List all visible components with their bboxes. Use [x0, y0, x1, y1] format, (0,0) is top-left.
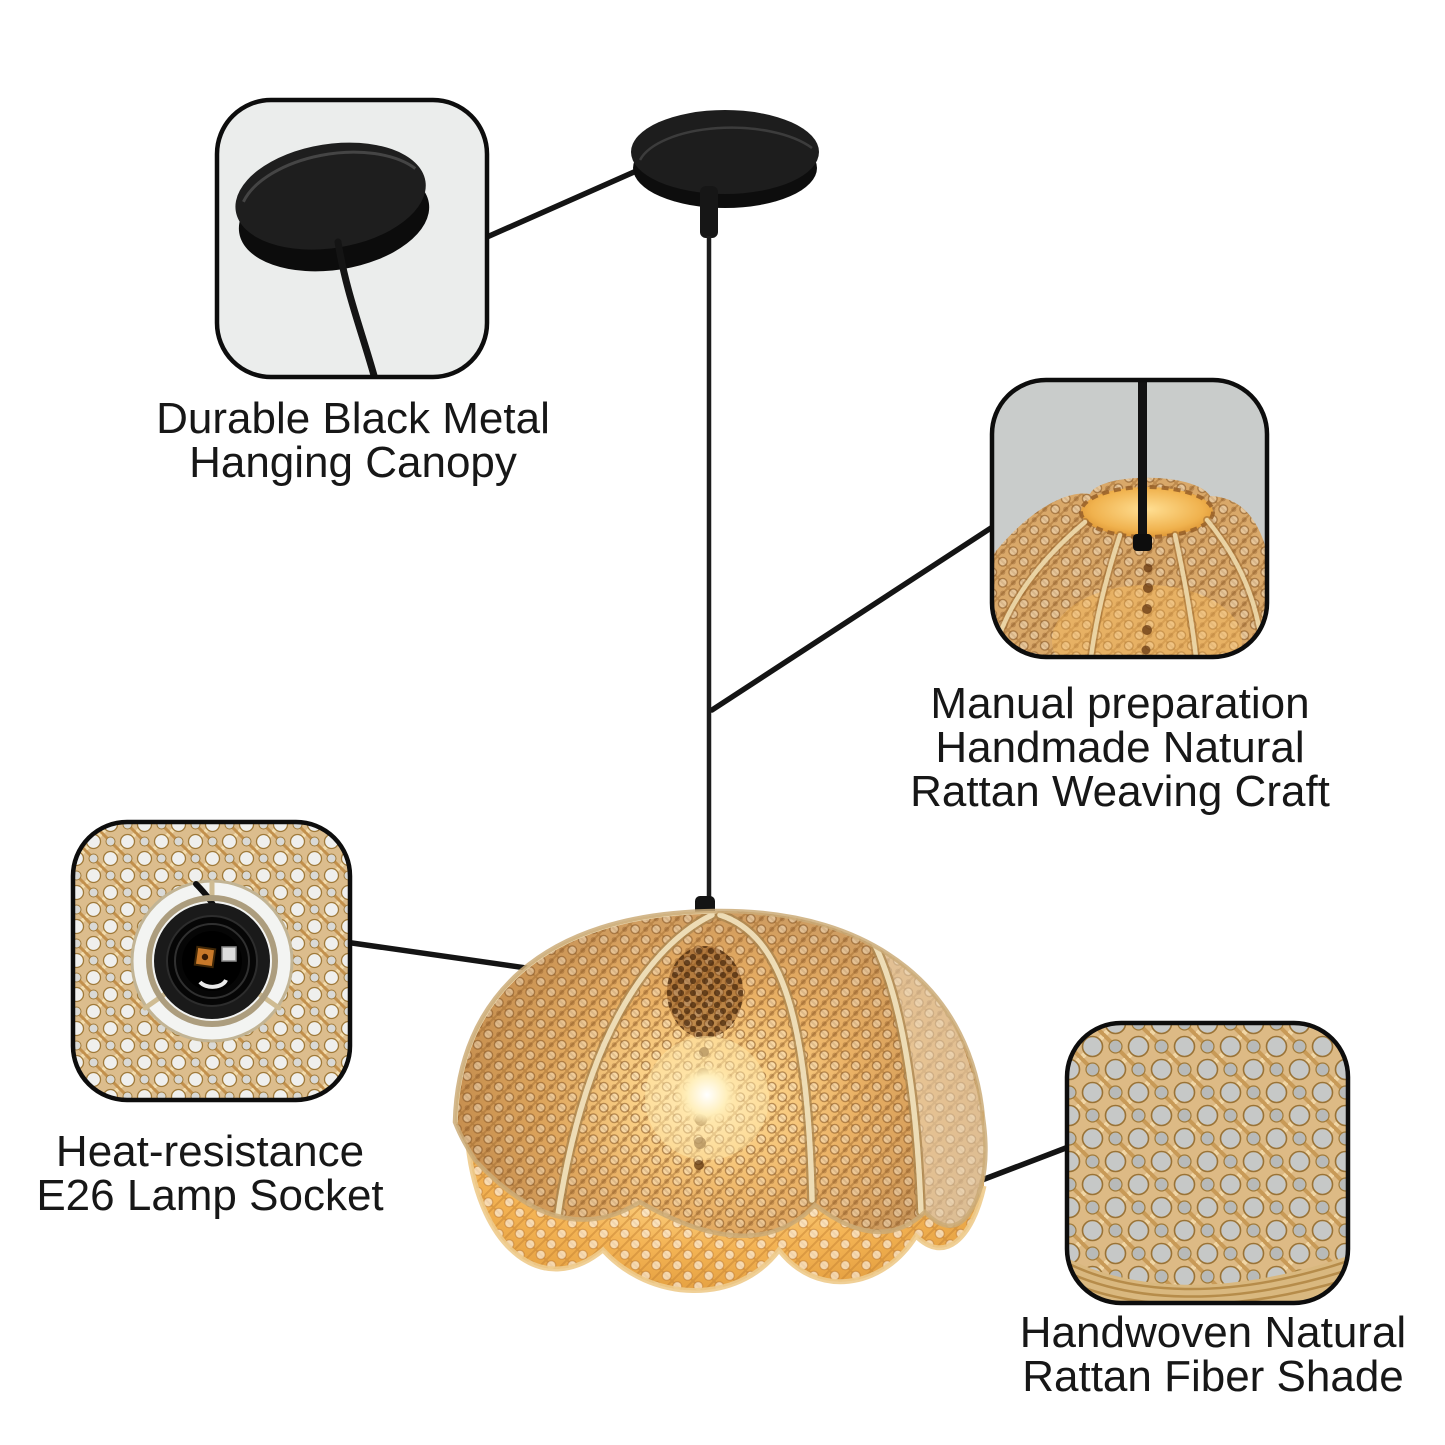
- hole-column-small: [1141, 563, 1153, 655]
- canopy-highlight: [638, 126, 813, 161]
- callout-weave-border: [1064, 1020, 1351, 1306]
- inner-scallops-rim: [465, 1144, 987, 1293]
- callout-canopy-photo: [235, 142, 430, 377]
- callout-hanging-canopy: [214, 97, 490, 380]
- disc-highlight: [242, 150, 417, 203]
- caption-lamp-socket: Heat-resistance E26 Lamp Socket: [0, 1130, 420, 1218]
- socket-thread: [174, 923, 250, 999]
- light-bulb: [675, 1066, 739, 1130]
- callout-craft-border: [989, 377, 1270, 660]
- dome-rim: [452, 908, 988, 1238]
- socket-contact-silver: [221, 946, 237, 962]
- callout-fiber-shade: [1064, 1020, 1351, 1306]
- caption-line: Handwoven Natural: [1019, 1308, 1407, 1357]
- caption-weaving-craft: Manual preparation Handmade Natural Ratt…: [880, 682, 1360, 814]
- cord-grip: [700, 186, 718, 238]
- shade-rim-bundle: [1067, 1256, 1348, 1303]
- rod-cap: [1133, 534, 1152, 551]
- caption-hanging-canopy: Durable Black Metal Hanging Canopy: [113, 397, 593, 485]
- caption-line: Hanging Canopy: [189, 438, 517, 487]
- caption-line: Durable Black Metal: [156, 394, 550, 443]
- socket-rim: [146, 895, 278, 1027]
- ceiling-canopy: [631, 110, 819, 238]
- canopy-top: [631, 110, 819, 194]
- connector-canopy: [484, 165, 646, 240]
- caption-line: Rattan Fiber Shade: [1022, 1352, 1404, 1401]
- canopy-cord: [334, 238, 379, 377]
- caption-fiber-shade: Handwoven Natural Rattan Fiber Shade: [973, 1311, 1445, 1399]
- shade-dome: [452, 908, 988, 1238]
- callout-socket-border: [70, 819, 353, 1103]
- callout-canopy-border: [214, 97, 490, 380]
- disc-top: [235, 142, 426, 250]
- socket-contact-brass: [193, 945, 217, 969]
- caption-line: Handmade Natural: [935, 723, 1305, 772]
- dark-weave-holes: [667, 946, 743, 1038]
- caption-line: Manual preparation: [930, 679, 1310, 728]
- caption-line: E26 Lamp Socket: [36, 1171, 384, 1220]
- outer-right-petal: [868, 932, 986, 1226]
- callout-socket-photo: [73, 822, 350, 1100]
- connector-craft: [709, 523, 997, 713]
- petal-ribs: [455, 910, 926, 1233]
- rim-strands: [1067, 1259, 1348, 1303]
- callout-craft-photo: [992, 380, 1267, 657]
- caption-line: Heat-resistance: [55, 1127, 365, 1176]
- socket-reflection: [198, 979, 228, 989]
- callout-weave-photo: [1067, 1023, 1348, 1303]
- pendant-lamp-photo: [452, 110, 988, 1293]
- caption-line: Rattan Weaving Craft: [910, 767, 1330, 816]
- cane-weave-texture: [1067, 1023, 1348, 1303]
- suspension-rod: [1138, 380, 1147, 542]
- callout-lamp-socket: [70, 819, 353, 1103]
- callout-weaving-craft: [989, 377, 1270, 660]
